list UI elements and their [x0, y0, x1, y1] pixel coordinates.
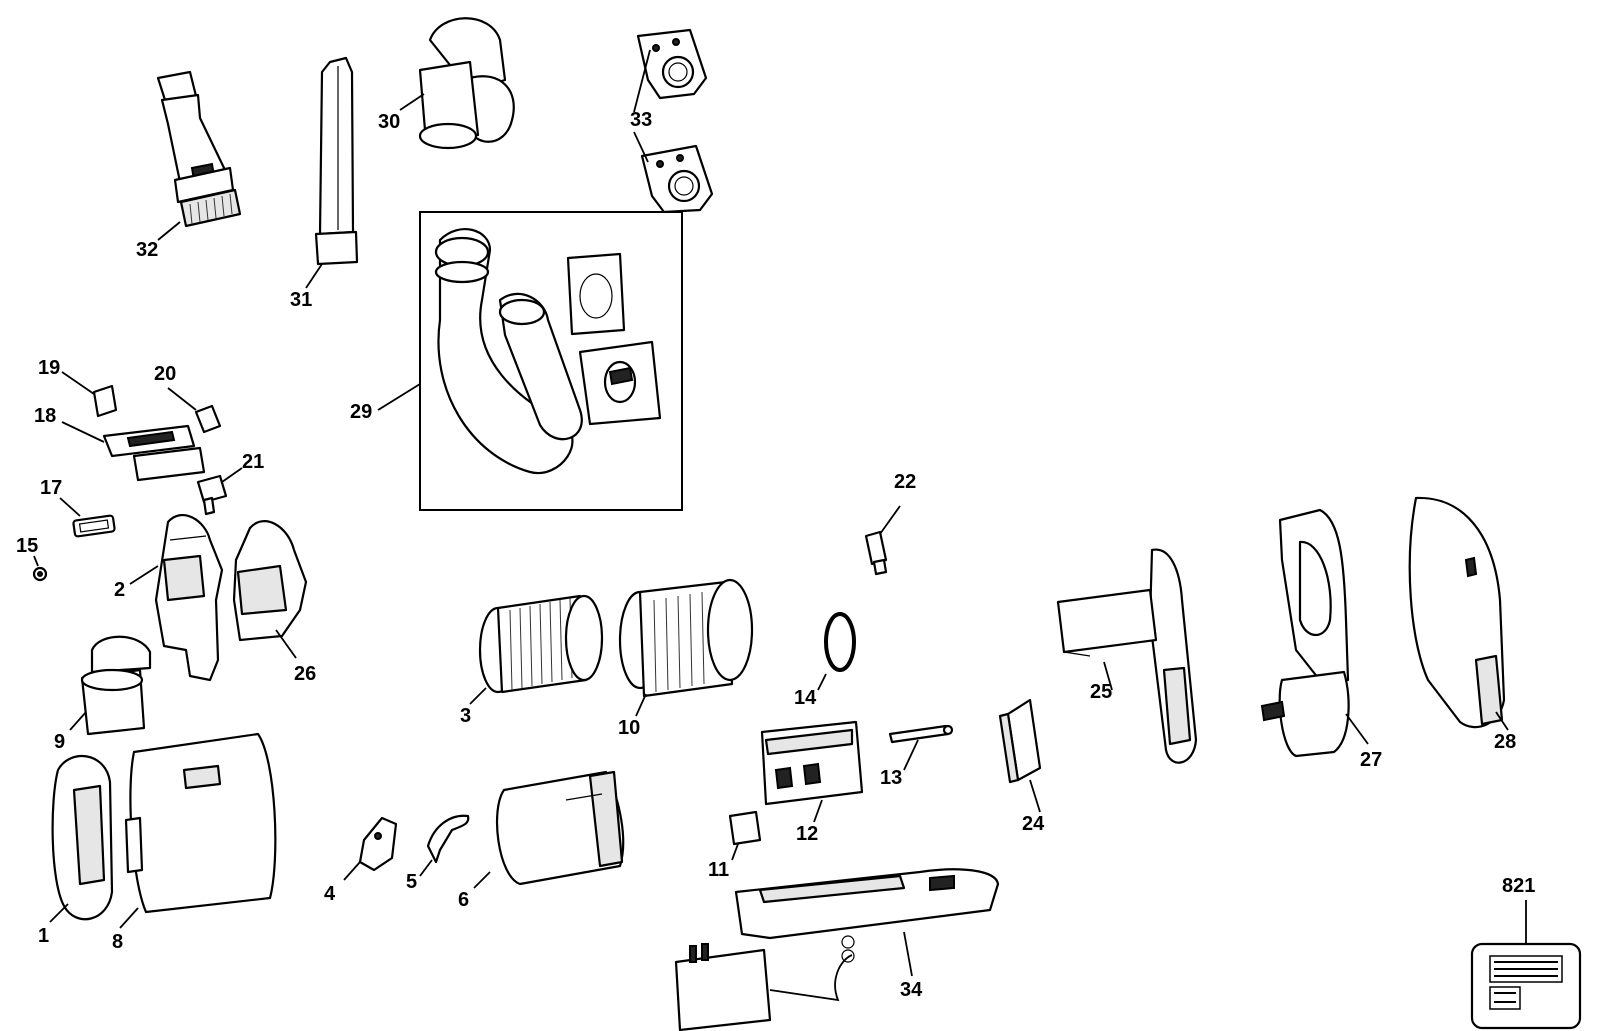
label-30: 30 [378, 111, 400, 133]
part-20-button[interactable] [194, 404, 222, 434]
label-34: 34 [900, 979, 923, 1001]
part-29-hose-kit[interactable] [419, 211, 683, 511]
part-4-bracket[interactable] [358, 816, 398, 872]
label-11: 11 [708, 859, 729, 881]
label-9: 9 [54, 731, 65, 753]
label-13: 13 [880, 767, 902, 789]
label-29: 29 [350, 401, 372, 423]
label-21: 21 [242, 451, 264, 473]
part-24-foam-pad[interactable] [998, 698, 1042, 784]
part-9-nozzle-collar[interactable] [80, 635, 152, 736]
label-2: 2 [114, 579, 125, 601]
part-11-connector[interactable] [728, 810, 762, 846]
label-17: 17 [40, 477, 62, 499]
part-26-handle-right[interactable] [232, 520, 308, 642]
part-17-switch[interactable] [72, 514, 116, 538]
part-27-motor-mount[interactable] [1260, 508, 1350, 758]
part-30-hose-elbow[interactable] [418, 17, 515, 150]
label-33: 33 [630, 109, 652, 131]
label-3: 3 [460, 705, 471, 727]
part-5-spring[interactable] [426, 814, 470, 864]
part-6-motor-housing[interactable] [495, 770, 625, 886]
part-19-button[interactable] [92, 384, 118, 418]
part-28-cover[interactable] [1408, 496, 1506, 729]
part-32-dusting-brush[interactable] [156, 70, 242, 228]
label-27: 27 [1360, 749, 1382, 771]
label-26: 26 [294, 663, 316, 685]
label-5: 5 [406, 871, 417, 893]
part-13-pin[interactable] [888, 724, 954, 744]
label-10: 10 [618, 717, 640, 739]
part-25-battery-housing[interactable] [1056, 548, 1198, 764]
label-821: 821 [1502, 875, 1535, 897]
label-31: 31 [290, 289, 312, 311]
label-12: 12 [796, 823, 818, 845]
part-18-bracket[interactable] [102, 424, 206, 482]
label-24: 24 [1022, 813, 1045, 835]
label-1: 1 [38, 925, 49, 947]
label-14: 14 [794, 687, 817, 709]
part-12-battery-pack[interactable] [760, 720, 864, 806]
label-15: 15 [16, 535, 38, 557]
label-28: 28 [1494, 731, 1516, 753]
part-10-filter[interactable] [618, 578, 754, 698]
label-32: 32 [136, 239, 158, 261]
label-8: 8 [112, 931, 123, 953]
part-22-clip[interactable] [864, 530, 888, 576]
label-6: 6 [458, 889, 469, 911]
label-22: 22 [894, 471, 916, 493]
part-821-label[interactable] [1470, 942, 1582, 1030]
label-25: 25 [1090, 681, 1112, 703]
part-34-charging-base[interactable] [674, 868, 1000, 1031]
part-number-labels: 32 31 30 33 29 19 20 18 21 17 15 2 26 9 … [16, 109, 1535, 1001]
part-3-filter[interactable] [478, 594, 604, 694]
part-31-crevice-tool[interactable] [314, 56, 359, 266]
part-8-dust-bowl[interactable] [124, 732, 277, 914]
part-33-filter-frames[interactable] [636, 28, 714, 214]
label-19: 19 [38, 357, 60, 379]
label-4: 4 [324, 883, 336, 905]
part-1-end-cap[interactable] [51, 754, 114, 921]
part-14-seal-ring[interactable] [824, 612, 856, 672]
part-2-handle-left[interactable] [154, 514, 224, 682]
part-15-screw[interactable] [32, 566, 48, 582]
label-20: 20 [154, 363, 176, 385]
part-21-latch[interactable] [196, 474, 228, 516]
label-18: 18 [34, 405, 56, 427]
